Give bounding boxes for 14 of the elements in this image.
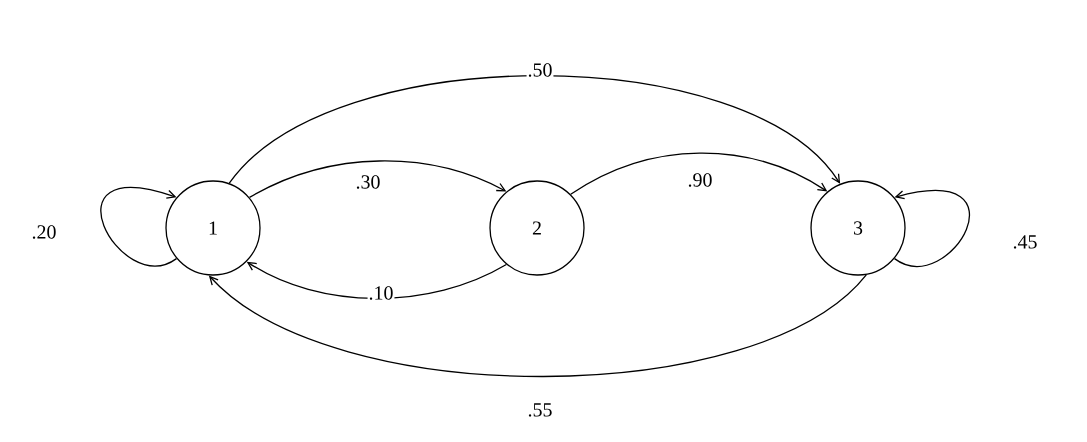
edge-label: .50 xyxy=(526,62,554,78)
edge-label: .20 xyxy=(30,224,58,240)
edge-label: .90 xyxy=(686,172,714,188)
arrow xyxy=(248,160,507,198)
arrow xyxy=(570,152,828,195)
arrow xyxy=(893,190,971,267)
arrow xyxy=(228,75,841,184)
edge-label: .30 xyxy=(354,174,382,190)
edge-label: .45 xyxy=(1011,234,1039,250)
edge-label: .55 xyxy=(526,402,554,418)
arrow xyxy=(100,187,178,266)
edge-label: .10 xyxy=(367,285,395,301)
arrow xyxy=(246,261,508,300)
arrow xyxy=(208,274,867,378)
